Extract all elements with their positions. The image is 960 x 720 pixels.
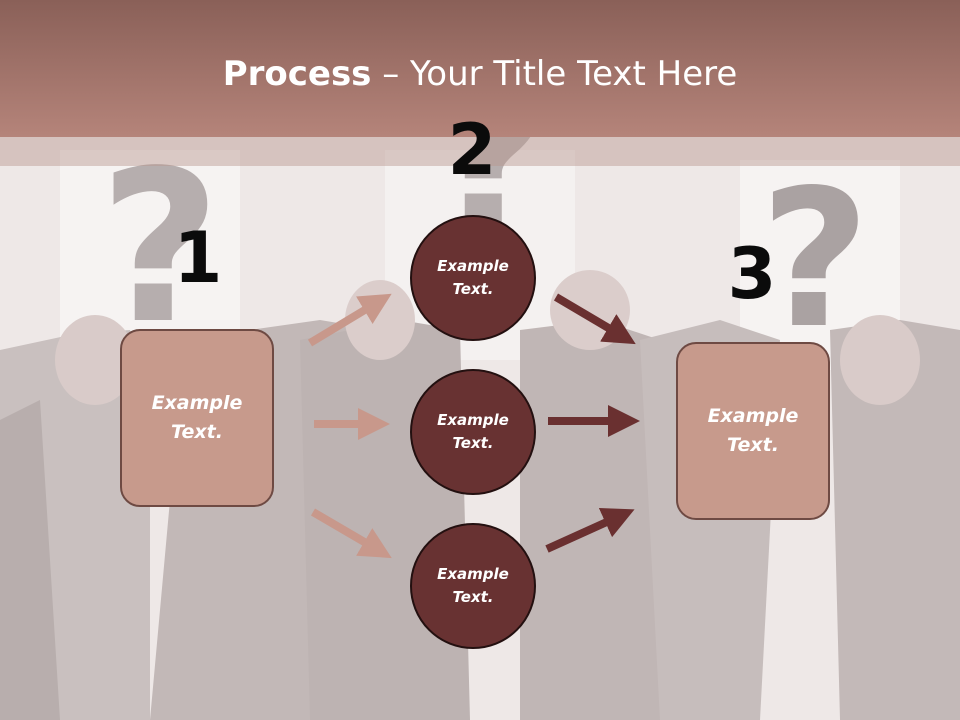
arrow-box-to-circle-3 xyxy=(310,508,392,559)
right-box-line1: Example xyxy=(707,405,799,427)
circle-middle-line1: Example xyxy=(437,411,509,429)
arrow-box-to-circle-1 xyxy=(307,293,392,347)
circle-top-line2: Text. xyxy=(452,280,494,298)
title-banner-strip xyxy=(0,137,960,166)
arrow-circle-1-to-box xyxy=(553,293,636,345)
circle-middle-line2: Text. xyxy=(452,434,494,452)
title-banner xyxy=(0,0,960,137)
step-number-2: 2 xyxy=(447,109,497,191)
circle-top-line1: Example xyxy=(437,257,509,275)
title-rest: – Your Title Text Here xyxy=(371,54,738,94)
right-example-box: Example Text. xyxy=(676,342,830,520)
arrow-circle-3-to-box xyxy=(545,508,635,553)
svg-text:?: ? xyxy=(760,149,870,370)
right-box-line2: Text. xyxy=(727,434,779,456)
circle-bottom-line2: Text. xyxy=(452,588,494,606)
left-example-box: Example Text. xyxy=(120,329,274,507)
title-bold: Process xyxy=(222,54,372,94)
circle-step-top: Example Text. xyxy=(410,215,536,341)
left-box-line1: Example xyxy=(151,392,243,414)
step-number-1: 1 xyxy=(173,217,223,299)
circle-bottom-line1: Example xyxy=(437,565,509,583)
left-box-line2: Text. xyxy=(171,421,223,443)
step-number-3: 3 xyxy=(727,233,777,315)
circle-step-middle: Example Text. xyxy=(410,369,536,495)
slide-title: Process – Your Title Text Here xyxy=(0,50,960,98)
circle-step-bottom: Example Text. xyxy=(410,523,536,649)
